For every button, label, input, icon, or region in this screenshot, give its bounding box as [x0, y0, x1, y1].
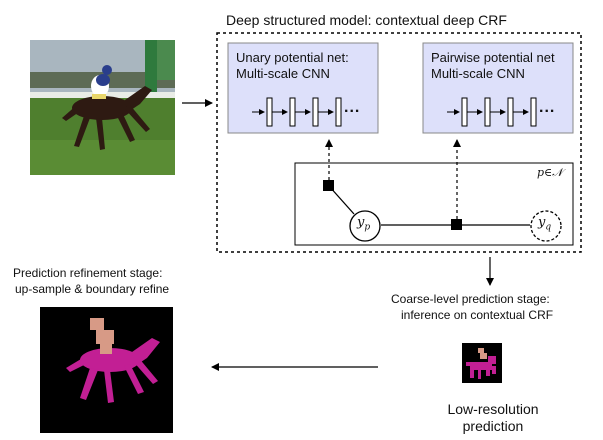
pairwise-net-box [422, 42, 574, 134]
unary-factor-node [323, 180, 334, 191]
pairwise-net-title: Pairwise potential net [431, 50, 555, 65]
low-res-title: Low-resolution [447, 401, 539, 417]
neighborhood-label: p∈𝒩 [537, 166, 563, 179]
unary-net-title: Unary potential net: [236, 50, 349, 65]
low-res-subtitle: prediction [462, 418, 524, 434]
unary-ellipsis: ... [344, 99, 361, 116]
coarse-stage-title: Coarse-level prediction stage: [391, 292, 550, 306]
pairwise-factor-node [451, 219, 462, 230]
low-res-mask [462, 343, 502, 383]
pairwise-ellipsis: ... [539, 99, 556, 116]
coarse-stage-subtitle: inference on contextual CRF [401, 308, 554, 322]
unary-net-box [227, 42, 379, 134]
pairwise-net-subtitle: Multi-scale CNN [431, 66, 525, 81]
crf-graph-box [294, 162, 574, 246]
unary-cnn-layers [252, 97, 342, 127]
model-frame [216, 32, 582, 253]
unary-net-subtitle: Multi-scale CNN [236, 66, 330, 81]
input-photo [30, 40, 175, 175]
node-yp-label: yp [357, 215, 371, 233]
pairwise-cnn-layers [447, 97, 537, 127]
model-title: Deep structured model: contextual deep C… [226, 12, 507, 28]
refine-stage-subtitle: up-sample & boundary refine [15, 282, 170, 296]
high-res-mask [40, 307, 173, 433]
node-yq-label: yq [538, 215, 552, 233]
node-yq [530, 210, 562, 242]
node-yp [349, 210, 381, 242]
refine-stage-title: Prediction refinement stage: [13, 266, 163, 280]
